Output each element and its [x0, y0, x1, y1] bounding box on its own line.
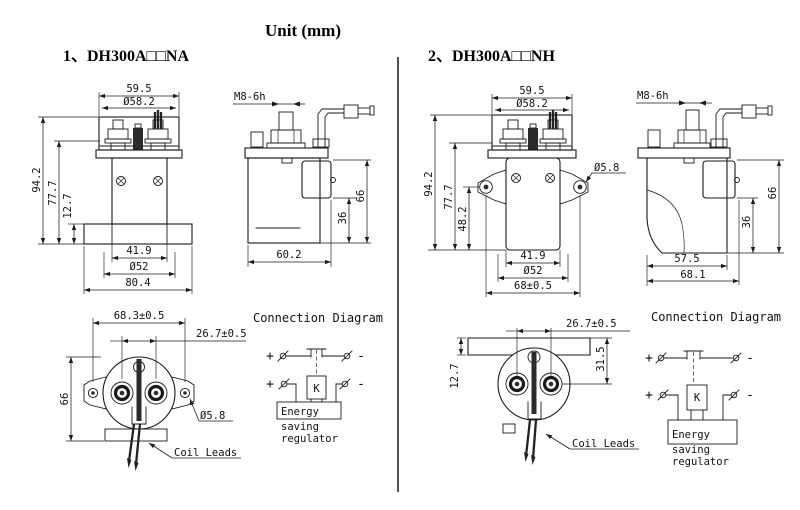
s2-cd-plus-contact: + [645, 351, 653, 366]
s1-cd-regulator-line2: saving [281, 421, 319, 433]
page-title: Unit (mm) [265, 21, 341, 40]
s1-fv-dim-inner-width: 41.9 [126, 245, 151, 257]
s2-cd-title: Connection Diagram [651, 310, 781, 324]
s1-cd-minus-contact: - [357, 349, 365, 364]
s2-fv-dim-body-dia: Ø52 [524, 265, 543, 277]
s2-bv-dim-terminal-spacing: 26.7±0.5 [566, 318, 617, 330]
s1-cd-minus-coil: - [357, 377, 365, 392]
s1-fv-dim-base-width: 80.4 [125, 277, 150, 289]
s1-cd-regulator-line3: regulator [281, 433, 338, 445]
s2-cd-regulator-line1: Energy [672, 429, 710, 441]
section-1-heading: 1、DH300A□□NA [63, 48, 189, 65]
s1-bv-dim-hole-spacing: 68.3±0.5 [114, 310, 165, 322]
s1-bv-dim-terminal-spacing: 26.7±0.5 [196, 328, 247, 340]
s1-front-view: 59.5 Ø58.2 94.2 77.7 12.7 41.9 Ø52 80.4 [31, 83, 193, 294]
s2-bv-dim-plate-thickness: 12.7 [449, 363, 461, 388]
s1-sv-dim-base-width: 60.2 [276, 249, 301, 261]
s1-sv-dim-step-height: 36 [337, 212, 349, 225]
s1-sv-thread-label: M8-6h [234, 91, 266, 103]
s2-fv-dim-inner-width: 41.9 [520, 250, 545, 262]
s2-fv-dim-total-height: 94.2 [423, 171, 435, 196]
s2-fv-dim-top-width: 59.5 [519, 85, 544, 97]
s2-sv-dim-inner-width: 57.5 [674, 253, 699, 265]
s1-cd-title: Connection Diagram [253, 311, 383, 325]
s2-sv-dim-base-width: 68.1 [680, 269, 705, 281]
s1-connection-diagram: Connection Diagram + - + K - Energy savi… [253, 311, 383, 445]
s2-fv-dim-body-height: 77.7 [443, 184, 455, 209]
s1-cd-plus-coil: + [266, 377, 274, 392]
s1-cd-coil-label: K [313, 383, 320, 395]
s2-cd-regulator-line3: regulator [672, 456, 729, 468]
s2-sv-dim-total-height: 66 [767, 187, 779, 200]
s1-bottom-view: 68.3±0.5 26.7±0.5 66 Ø5.8 Coil Leads [59, 310, 247, 471]
s2-fv-hole-dia-label: Ø5.8 [594, 162, 619, 174]
s1-fv-dim-body-height: 77.7 [47, 180, 59, 205]
s2-front-view: 59.5 Ø58.2 94.2 77.7 48.2 41.9 Ø52 68±0.… [423, 85, 626, 297]
s1-bv-dim-height: 66 [59, 393, 71, 406]
section-2-heading: 2、DH300A□□NH [428, 48, 555, 65]
s2-cd-regulator-line2: saving [672, 444, 710, 456]
s2-cd-minus-coil: - [746, 388, 754, 403]
s2-bottom-view: 26.7±0.5 12.7 31.5 Coil Leads [449, 318, 639, 465]
s1-cd-plus-contact: + [266, 349, 274, 364]
s1-bv-hole-dia-label: Ø5.8 [200, 410, 225, 422]
s2-bv-dim-terminal-offset: 31.5 [595, 346, 607, 371]
s2-cd-plus-coil: + [645, 388, 653, 403]
s2-sv-thread-label: M8-6h [637, 90, 669, 102]
s1-fv-dim-total-height: 94.2 [31, 167, 43, 192]
s2-bv-coil-leads-label: Coil Leads [572, 438, 635, 450]
s2-fv-dim-top-dia: Ø58.2 [516, 98, 548, 110]
s2-cd-coil-label: K [694, 392, 701, 404]
s1-fv-dim-body-dia: Ø52 [130, 261, 149, 273]
s1-bv-coil-leads-label: Coil Leads [174, 447, 237, 459]
s1-fv-dim-flange-height: 12.7 [62, 193, 74, 218]
s2-connection-diagram: Connection Diagram + - + K - Energy savi… [645, 310, 781, 468]
s1-cd-regulator-line1: Energy [281, 406, 319, 418]
s1-side-view: M8-6h 66 36 60.2 [233, 91, 375, 267]
s2-cd-minus-contact: - [746, 351, 754, 366]
s2-sv-dim-step-height: 36 [741, 216, 753, 229]
s1-fv-dim-top-width: 59.5 [126, 83, 151, 95]
s1-fv-dim-top-dia: Ø58.2 [123, 96, 155, 108]
s2-fv-dim-mount-height: 48.2 [457, 206, 469, 231]
s2-side-view: M8-6h 66 36 57.5 68.1 [636, 90, 784, 286]
s2-fv-dim-hole-spacing: 68±0.5 [514, 280, 552, 292]
s1-sv-dim-total-height: 66 [355, 190, 367, 203]
